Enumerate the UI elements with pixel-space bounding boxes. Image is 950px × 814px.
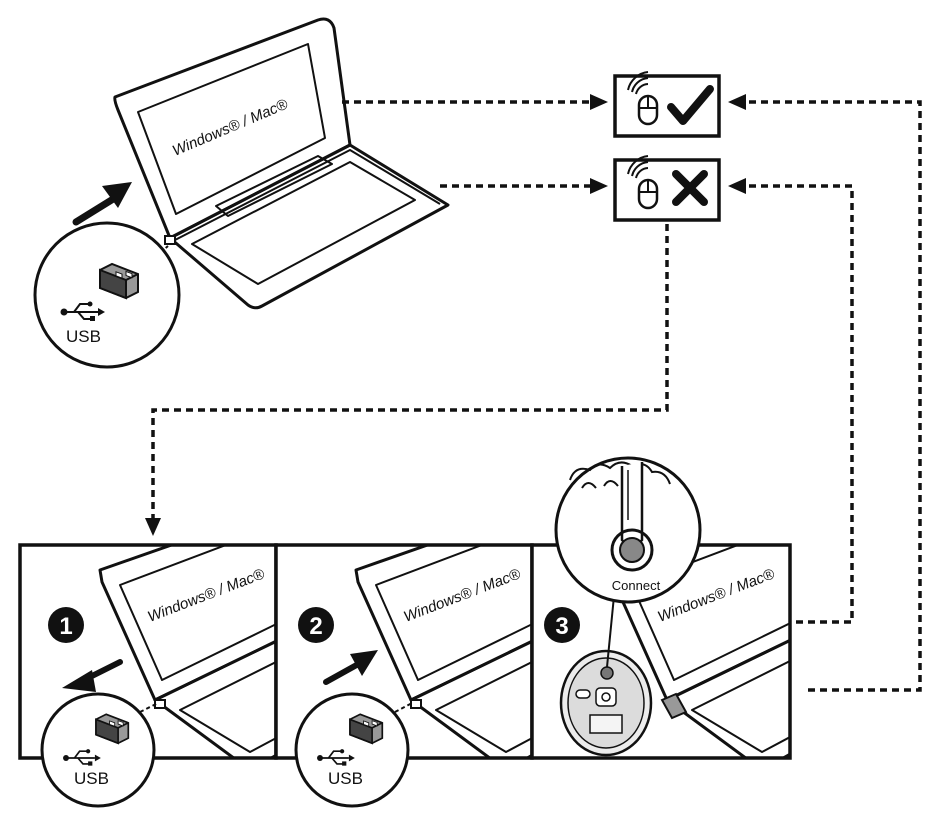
step-number: 2 (309, 613, 322, 640)
usb-label: USB (74, 769, 109, 788)
step-2-badge: 2 (298, 607, 334, 643)
flow-connectors (145, 94, 922, 692)
connect-button (600, 666, 614, 680)
mouse-underside (559, 649, 653, 757)
status-success (613, 70, 721, 138)
step-2-usb-callout: USB (294, 692, 413, 808)
os-label: Windows® / Mac® (170, 95, 291, 159)
step-number: 1 (59, 613, 72, 640)
steps-panel: Windows® / Mac® Windows® / Mac® Windows®… (18, 543, 792, 760)
insert-arrow-icon (323, 650, 378, 685)
power-switch (575, 689, 591, 699)
usb-receiver-callout: USB (33, 221, 181, 369)
remove-arrow-icon (62, 659, 123, 692)
connect-label: Connect (612, 578, 661, 593)
usb-dongle-icon (660, 692, 688, 720)
step-1-usb-callout: USB (40, 692, 159, 808)
step-1-badge: 1 (48, 607, 84, 643)
check-icon (667, 85, 714, 125)
step-number: 3 (555, 613, 568, 640)
insert-arrow-icon (72, 182, 132, 226)
step-3-badge: 3 (544, 607, 580, 643)
status-fail (613, 154, 721, 222)
usb-label: USB (66, 327, 101, 346)
cross-icon (672, 170, 708, 206)
usb-label: USB (328, 769, 363, 788)
connect-button-callout: Connect (554, 456, 702, 668)
